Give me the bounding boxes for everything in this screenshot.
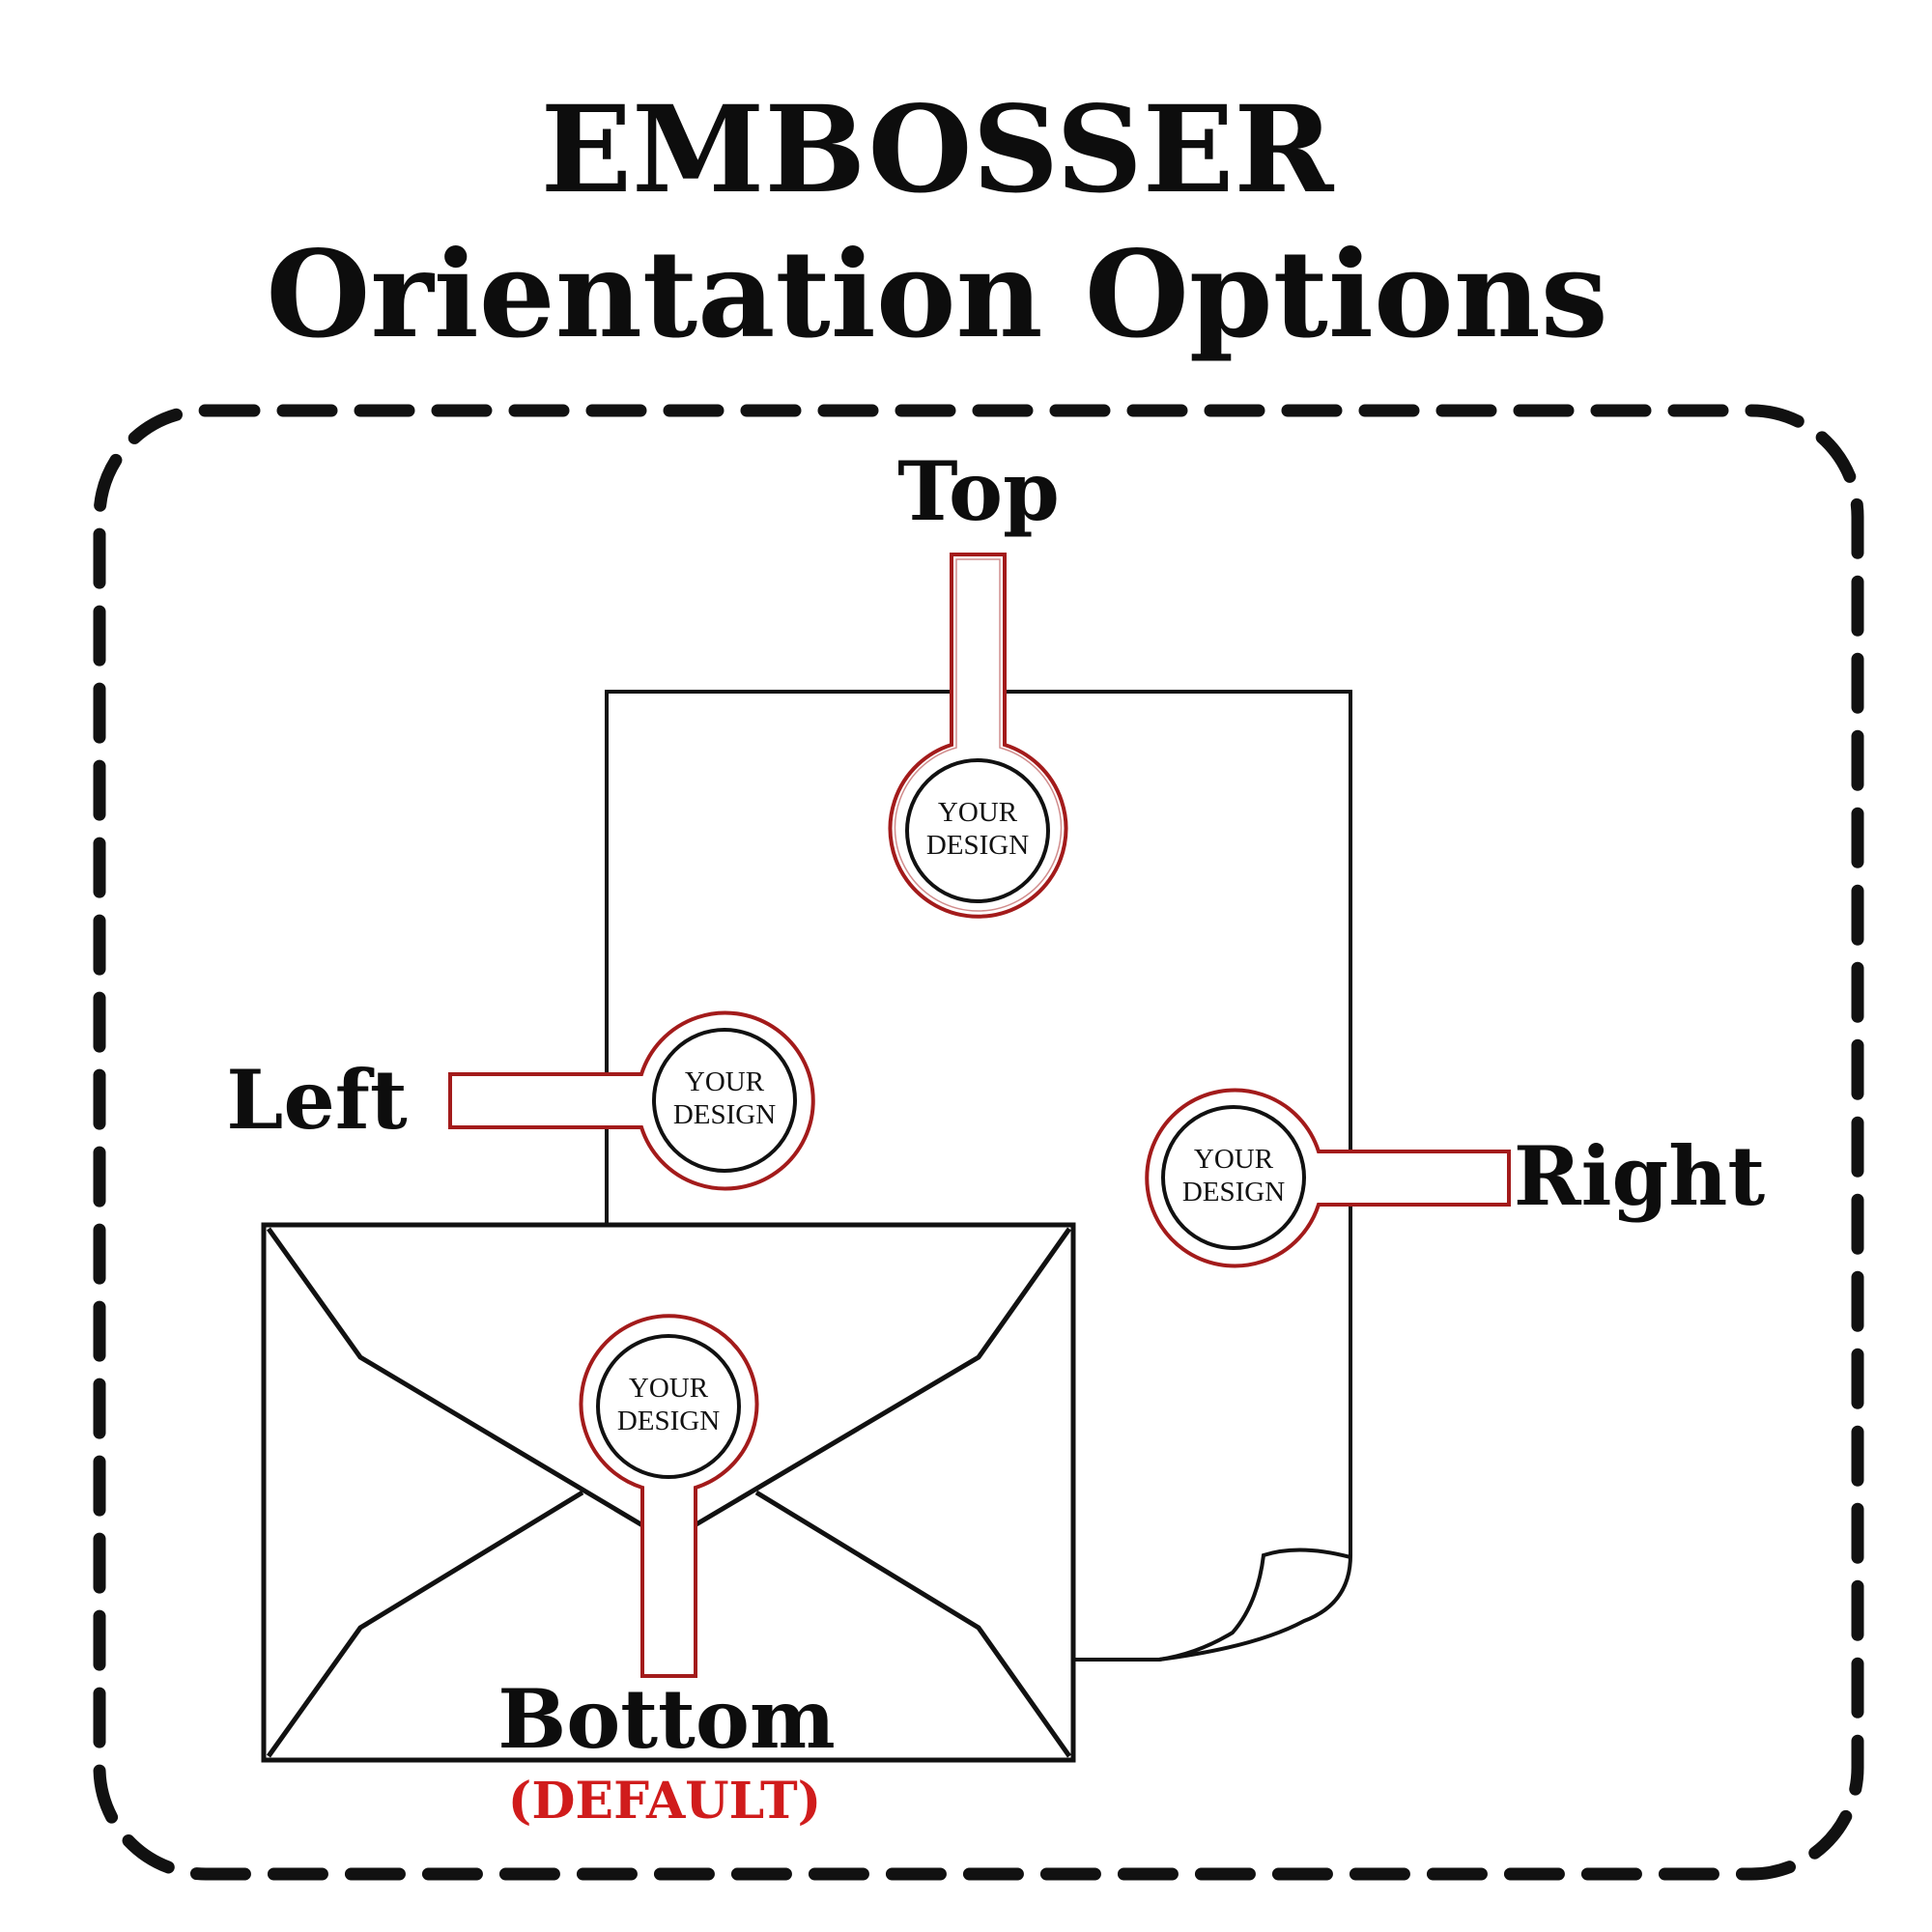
label-bottom: Bottom bbox=[497, 1671, 836, 1767]
paper-sheet-icon bbox=[605, 690, 1352, 1662]
title-line-1: EMBOSSER bbox=[541, 80, 1335, 220]
seal-right-text-1: YOUR bbox=[1194, 1144, 1274, 1175]
label-left: Left bbox=[226, 1052, 408, 1148]
seal-right-text-2: DESIGN bbox=[1182, 1177, 1285, 1208]
embosser-seal-bottom: YOUR DESIGN bbox=[579, 1314, 759, 1678]
label-top: Top bbox=[897, 443, 1060, 539]
label-default-note: (DEFAULT) bbox=[508, 1772, 822, 1831]
seal-bottom-text-2: DESIGN bbox=[617, 1406, 720, 1436]
seal-top-text-1: YOUR bbox=[938, 797, 1018, 828]
embosser-seal-top: YOUR DESIGN bbox=[888, 553, 1068, 919]
embosser-seal-right: YOUR DESIGN bbox=[1145, 1088, 1511, 1268]
seal-left-text-1: YOUR bbox=[685, 1066, 765, 1097]
seal-left-text-2: DESIGN bbox=[673, 1099, 776, 1130]
dashed-frame bbox=[93, 404, 1864, 1881]
title-line-2: Orientation Options bbox=[266, 225, 1607, 365]
seal-top-text-2: DESIGN bbox=[926, 830, 1029, 861]
label-right: Right bbox=[1514, 1128, 1766, 1224]
seal-bottom-text-1: YOUR bbox=[629, 1373, 709, 1404]
embosser-seal-left: YOUR DESIGN bbox=[448, 1010, 815, 1191]
